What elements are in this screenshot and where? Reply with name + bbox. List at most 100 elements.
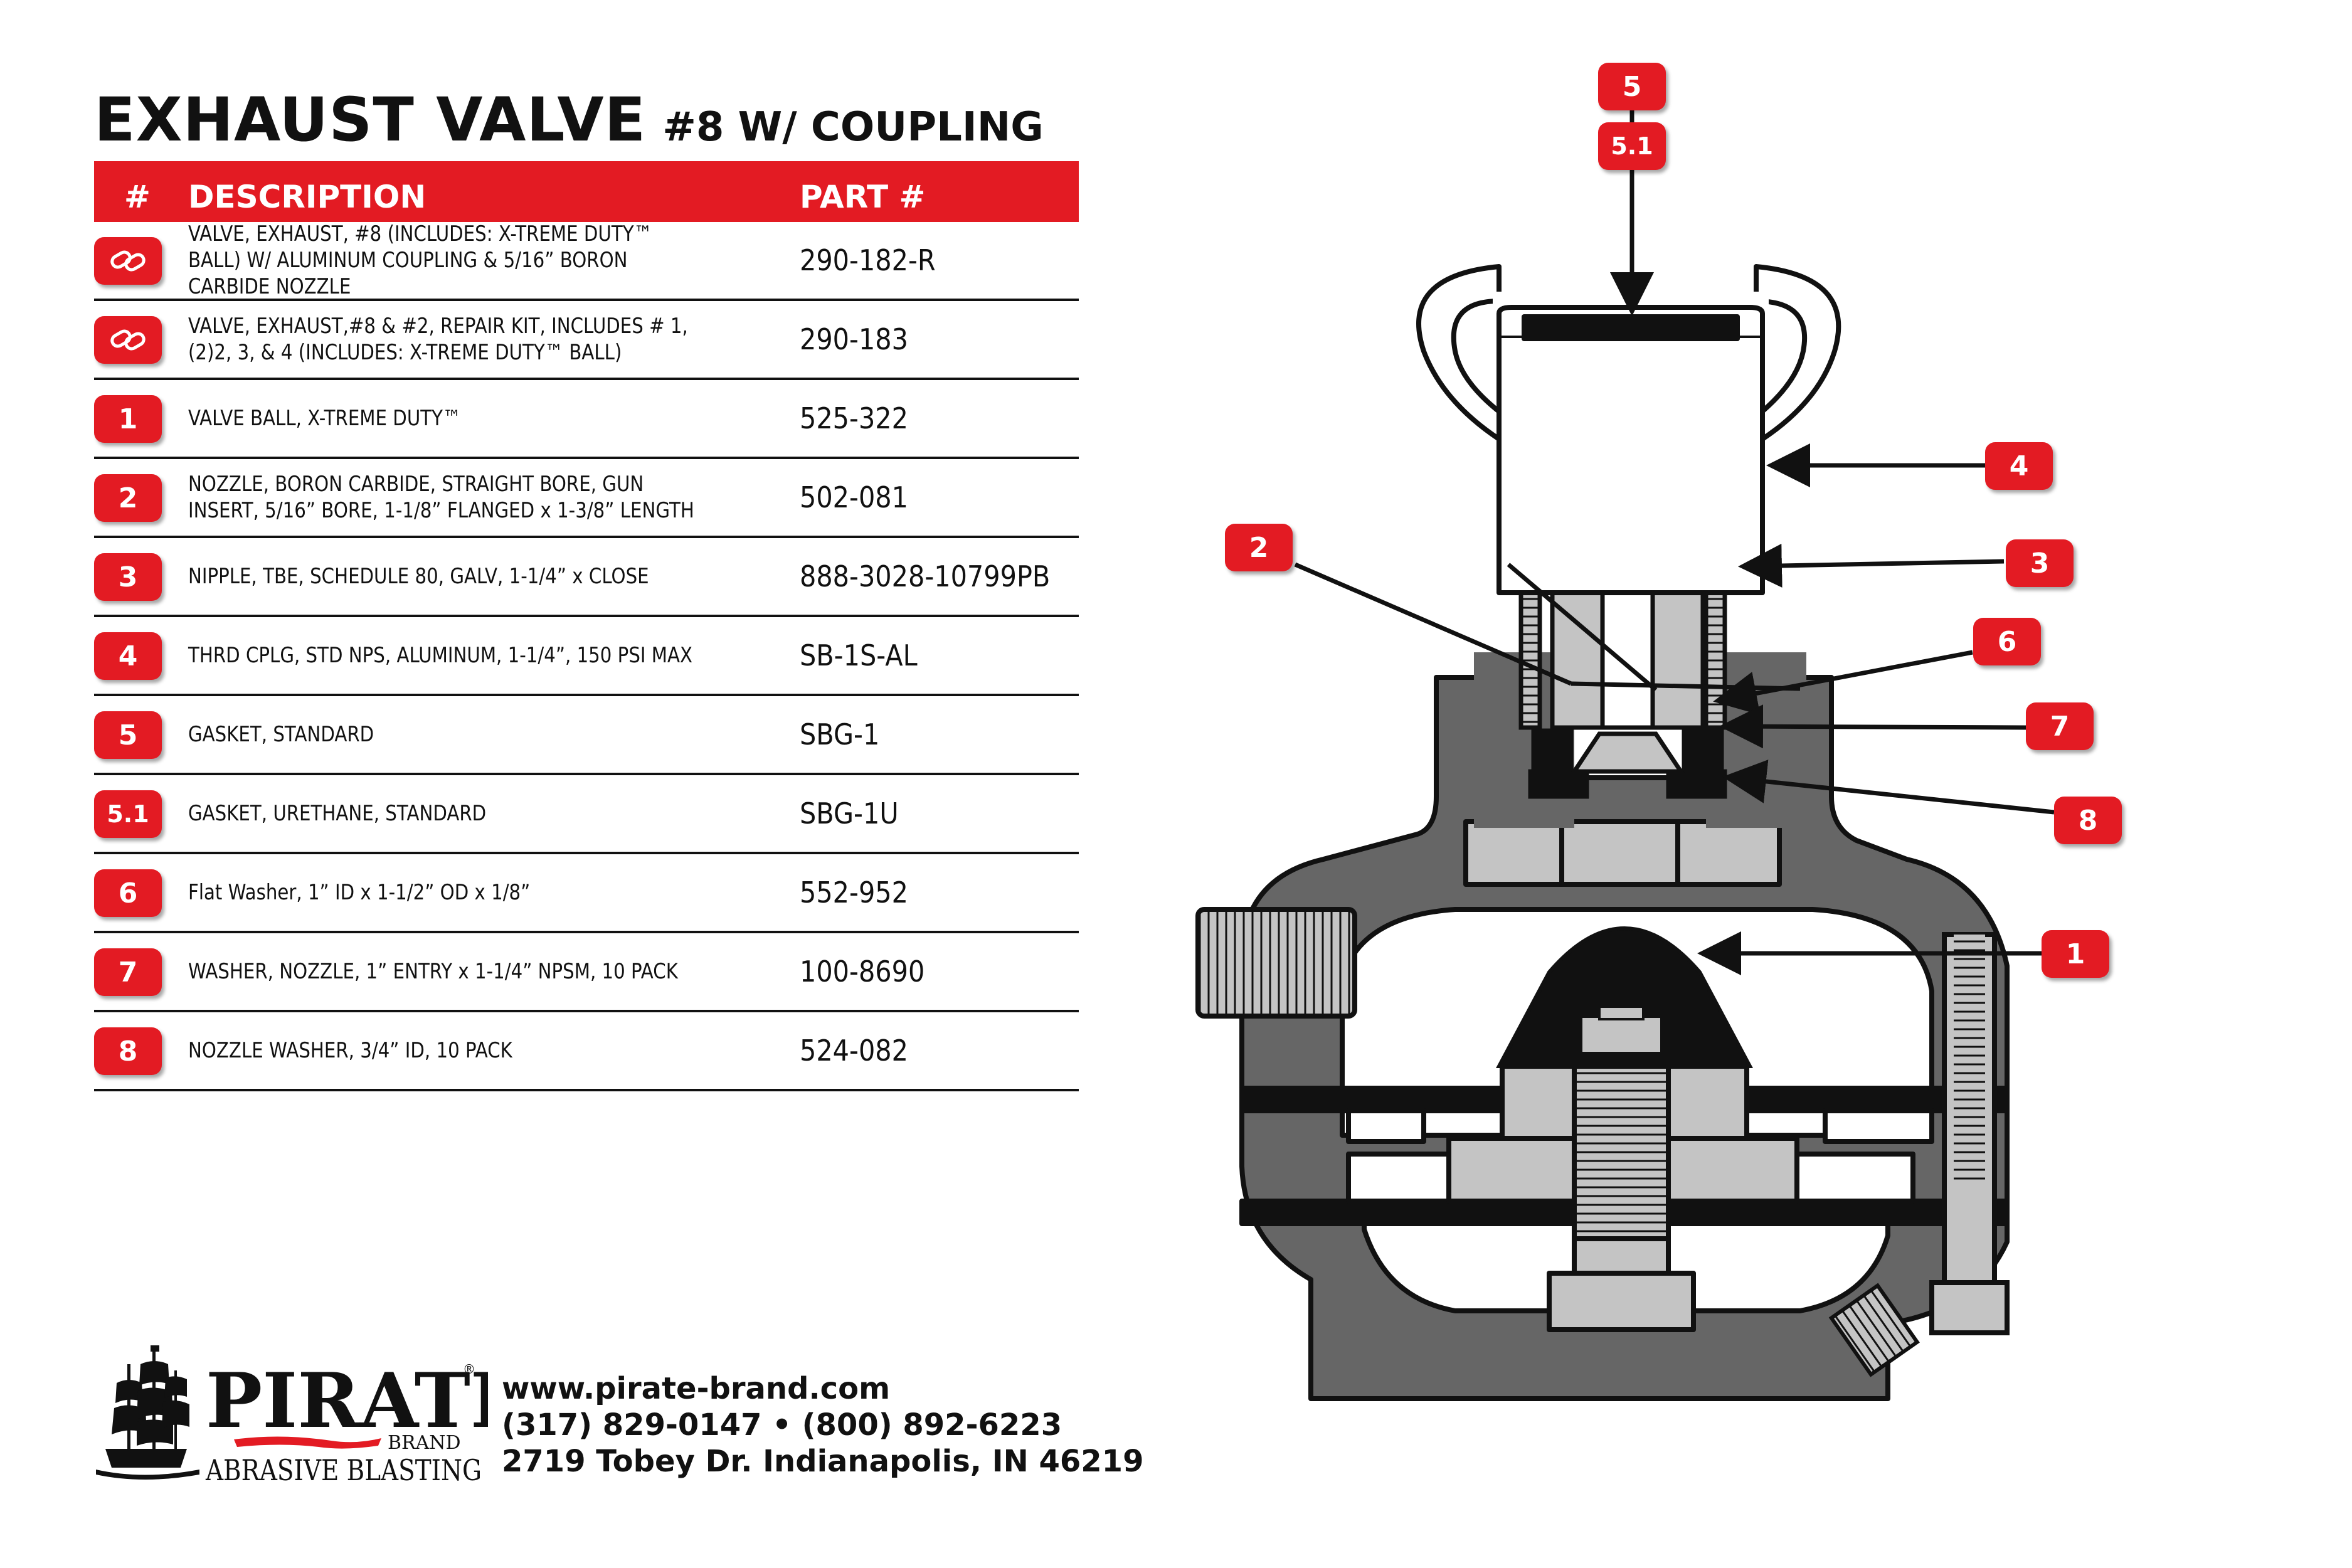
pirate-brand-logo: PIRATE ® BRAND ABRASIVE BLASTING [96,1345,488,1487]
street-address: 2719 Tobey Dr. Indianapolis, IN 46219 [502,1444,1144,1479]
link-icon [110,250,146,272]
row-number-badge: 8 [94,1027,162,1075]
row-part-number: 290-183 [800,301,920,378]
coupling [1416,264,1841,595]
row-part-number-text: 552-952 [800,876,908,909]
row-description-text: Flat Washer, 1” ID x 1-1/2” OD x 1/8” [188,880,531,905]
nozzle-and-washers [1528,728,1727,799]
callout-1: 1 [2042,930,2109,978]
row-part-number-text: 524-082 [800,1034,908,1067]
ball-bolt-head [1579,1014,1664,1056]
row-part-number-text: 525-322 [800,401,908,435]
row-description-text: GASKET, STANDARD [188,722,374,747]
row-number-badge: 3 [94,553,162,601]
row-part-number-text: 290-182-R [800,243,936,277]
callout-5: 5 [1598,63,1666,110]
row-link-badge [94,316,162,364]
row-description: VALVE BALL, X-TREME DUTY™ [188,380,790,457]
row-number-badge: 1 [94,395,162,443]
row-description-text: NOZZLE, BORON CARBIDE, STRAIGHT BORE, GU… [188,472,694,523]
row-part-number: 290-182-R [800,222,951,299]
row-part-number-text: SB-1S-AL [800,638,918,672]
row-part-number-text: 888-3028-10799PB [800,559,1051,593]
row-description-text: NIPPLE, TBE, SCHEDULE 80, GALV, 1-1/4” x… [188,564,649,589]
row-part-number: 524-082 [800,1012,920,1089]
callout-2: 2 [1225,524,1293,571]
row-part-number: 552-952 [800,854,920,931]
title-sub: #8 W/ COUPLING [662,104,1044,151]
row-number-badge: 2 [94,474,162,522]
table-row: 2 NOZZLE, BORON CARBIDE, STRAIGHT BORE, G… [94,459,1079,538]
table-row: 3 NIPPLE, TBE, SCHEDULE 80, GALV, 1-1/4” … [94,538,1079,617]
phone-numbers: (317) 829-0147 • (800) 892-6223 [502,1407,1062,1443]
row-part-number-text: 100-8690 [800,955,925,988]
row-description: GASKET, STANDARD [188,696,790,773]
logo-tagline: ABRASIVE BLASTING [205,1453,482,1487]
row-description: VALVE, EXHAUST, #8 (INCLUDES: X-TREME DU… [188,221,790,299]
row-description-text: WASHER, NOZZLE, 1” ENTRY x 1-1/4” NPSM, … [188,959,678,984]
row-description-text: VALVE, EXHAUST,#8 & #2, REPAIR KIT, INCL… [188,314,688,365]
website-link[interactable]: www.pirate-brand.com [502,1371,891,1406]
row-description: NIPPLE, TBE, SCHEDULE 80, GALV, 1-1/4” x… [188,538,790,615]
row-number-badge: 5 [94,711,162,759]
row-description: NOZZLE, BORON CARBIDE, STRAIGHT BORE, GU… [188,459,790,536]
callout-4: 4 [1985,442,2053,490]
logo-brand: PIRATE [206,1357,488,1445]
row-part-number: SBG-1U [800,775,909,852]
row-part-number-text: 502-081 [800,480,908,514]
header-part: PART # [800,179,926,215]
angled-plug [1828,1283,1920,1377]
valve-ball [1496,926,1753,1068]
row-part-number: 502-081 [800,459,920,536]
table-row: 4 THRD CPLG, STD NPS, ALUMINUM, 1-1/4”, 1… [94,617,1079,696]
row-part-number: SBG-1 [800,696,888,773]
row-description: NOZZLE WASHER, 3/4” ID, 10 PACK [188,1012,790,1089]
table-row: 7 WASHER, NOZZLE, 1” ENTRY x 1-1/4” NPSM,… [94,933,1079,1012]
row-number-badge: 4 [94,632,162,680]
side-threaded-port [1195,907,1357,1019]
valve-cross-section-diagram: 5 5.1 4 2 3 6 7 8 1 [1160,50,2321,1461]
callout-8: 8 [2054,797,2122,844]
row-description-text: THRD CPLG, STD NPS, ALUMINUM, 1-1/4”, 15… [188,643,693,668]
table-row: 5.1 GASKET, URETHANE, STANDARD SBG-1U [94,775,1079,854]
table-header: # DESCRIPTION PART # [94,161,1079,222]
ball-bolt-cap [1598,1005,1645,1020]
row-description-text: NOZZLE WASHER, 3/4” ID, 10 PACK [188,1038,512,1063]
row-description: Flat Washer, 1” ID x 1-1/2” OD x 1/8” [188,854,790,931]
callout-5-1: 5.1 [1598,122,1666,170]
header-num: # [124,179,151,215]
row-description: THRD CPLG, STD NPS, ALUMINUM, 1-1/4”, 15… [188,617,790,694]
table-body: VALVE, EXHAUST, #8 (INCLUDES: X-TREME DU… [94,221,1079,1091]
row-description: VALVE, EXHAUST,#8 & #2, REPAIR KIT, INCL… [188,301,790,378]
valve-drawing [1195,107,2055,1401]
callout-3: 3 [2006,539,2074,587]
row-description: WASHER, NOZZLE, 1” ENTRY x 1-1/4” NPSM, … [188,933,790,1010]
row-part-number: 100-8690 [800,933,938,1010]
logo-brand-sub: BRAND [388,1432,461,1454]
table-row: 1 VALVE BALL, X-TREME DUTY™ 525-322 [94,380,1079,459]
table-row: 5 GASKET, STANDARD SBG-1 [94,696,1079,775]
callout-6: 6 [1973,618,2041,665]
row-description-text: GASKET, URETHANE, STANDARD [188,801,487,826]
link-icon [110,329,146,351]
logo-registered: ® [463,1362,475,1377]
row-description: GASKET, URETHANE, STANDARD [188,775,790,852]
table-row: VALVE, EXHAUST,#8 & #2, REPAIR KIT, INCL… [94,301,1079,380]
row-link-badge [94,237,162,285]
valve-internal-parts [1446,819,1799,1332]
row-part-number: 525-322 [800,380,920,457]
side-bolt [1929,932,2010,1335]
row-description-text: VALVE, EXHAUST, #8 (INCLUDES: X-TREME DU… [188,221,652,299]
title-main: EXHAUST VALVE [94,85,647,155]
header-description: DESCRIPTION [188,179,426,215]
contact-block: www.pirate-brand.com (317) 829-0147 • (8… [502,1370,1143,1480]
row-part-number: SB-1S-AL [800,617,931,694]
row-part-number-text: 290-183 [800,322,908,356]
callout-7: 7 [2026,702,2094,750]
row-number-badge: 5.1 [94,790,162,838]
pirate-ship-icon [96,1345,199,1480]
row-number-badge: 7 [94,948,162,996]
parts-table: # DESCRIPTION PART # VALVE, EXHAUST, #8 … [94,161,1079,1091]
